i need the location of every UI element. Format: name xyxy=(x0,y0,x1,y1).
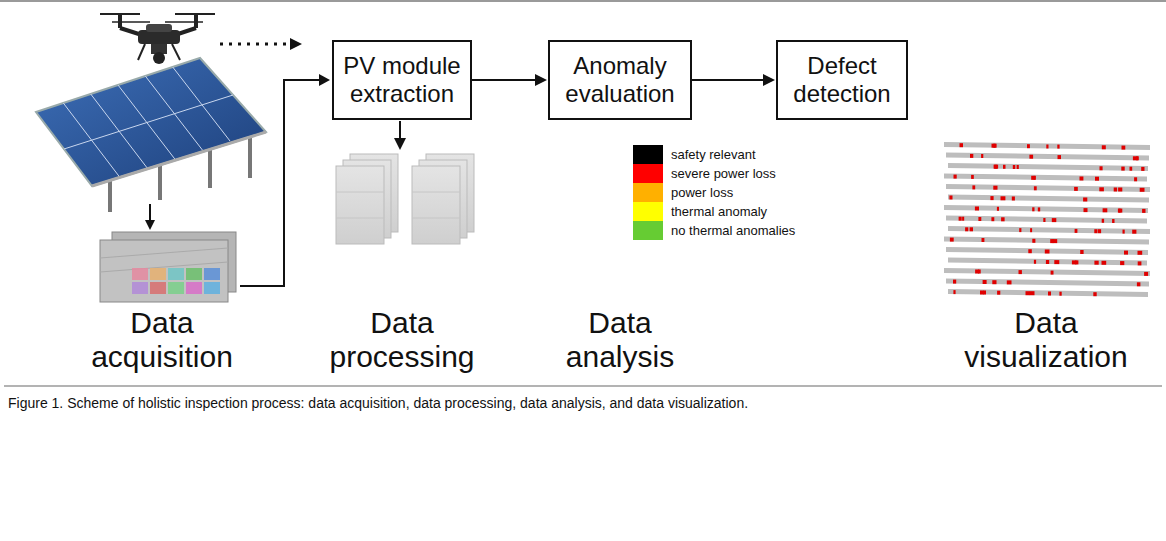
flow-arrow xyxy=(240,74,330,286)
legend-swatch xyxy=(633,145,663,164)
legend-entry: power loss xyxy=(633,183,795,202)
stage-label: Data visualization xyxy=(964,306,1127,374)
flow-arrow xyxy=(472,74,547,86)
flight-arrow xyxy=(220,38,302,50)
figure-caption: Figure 1. Scheme of holistic inspection … xyxy=(8,394,1158,412)
drone xyxy=(100,14,215,64)
stage-label: Data analysis xyxy=(566,306,674,374)
module-stack xyxy=(336,154,474,244)
box-label: PV module extraction xyxy=(342,52,462,108)
legend-swatch xyxy=(633,202,663,221)
legend-swatch xyxy=(633,183,663,202)
legend-label: thermal anomaly xyxy=(671,204,767,219)
box-label: Defect detection xyxy=(786,52,898,108)
stage-label: Data acquisition xyxy=(91,306,233,374)
legend-entry: thermal anomaly xyxy=(633,202,795,221)
defect-map xyxy=(944,142,1150,297)
process-box: Defect detection xyxy=(776,40,908,120)
frame-line xyxy=(0,0,1166,2)
legend-label: safety relevant xyxy=(671,147,756,162)
down-arrow xyxy=(394,121,406,150)
solar-panel xyxy=(36,58,266,212)
frame-line xyxy=(4,385,1162,387)
legend-swatch xyxy=(633,164,663,183)
flow-arrow xyxy=(692,74,775,86)
legend-entry: safety relevant xyxy=(633,145,795,164)
process-box: Anomaly evaluation xyxy=(548,40,692,120)
legend-swatch xyxy=(633,221,663,240)
legend-entry: severe power loss xyxy=(633,164,795,183)
process-box: PV module extraction xyxy=(332,40,472,120)
legend-label: power loss xyxy=(671,185,733,200)
legend: safety relevant severe power loss power lo… xyxy=(633,145,795,240)
stage-label: Data processing xyxy=(329,306,474,374)
legend-label: no thermal anomalies xyxy=(671,223,795,238)
legend-label: severe power loss xyxy=(671,166,776,181)
box-label: Anomaly evaluation xyxy=(558,52,682,108)
thermal-image xyxy=(100,232,236,302)
down-arrow xyxy=(145,204,155,230)
legend-entry: no thermal anomalies xyxy=(633,221,795,240)
